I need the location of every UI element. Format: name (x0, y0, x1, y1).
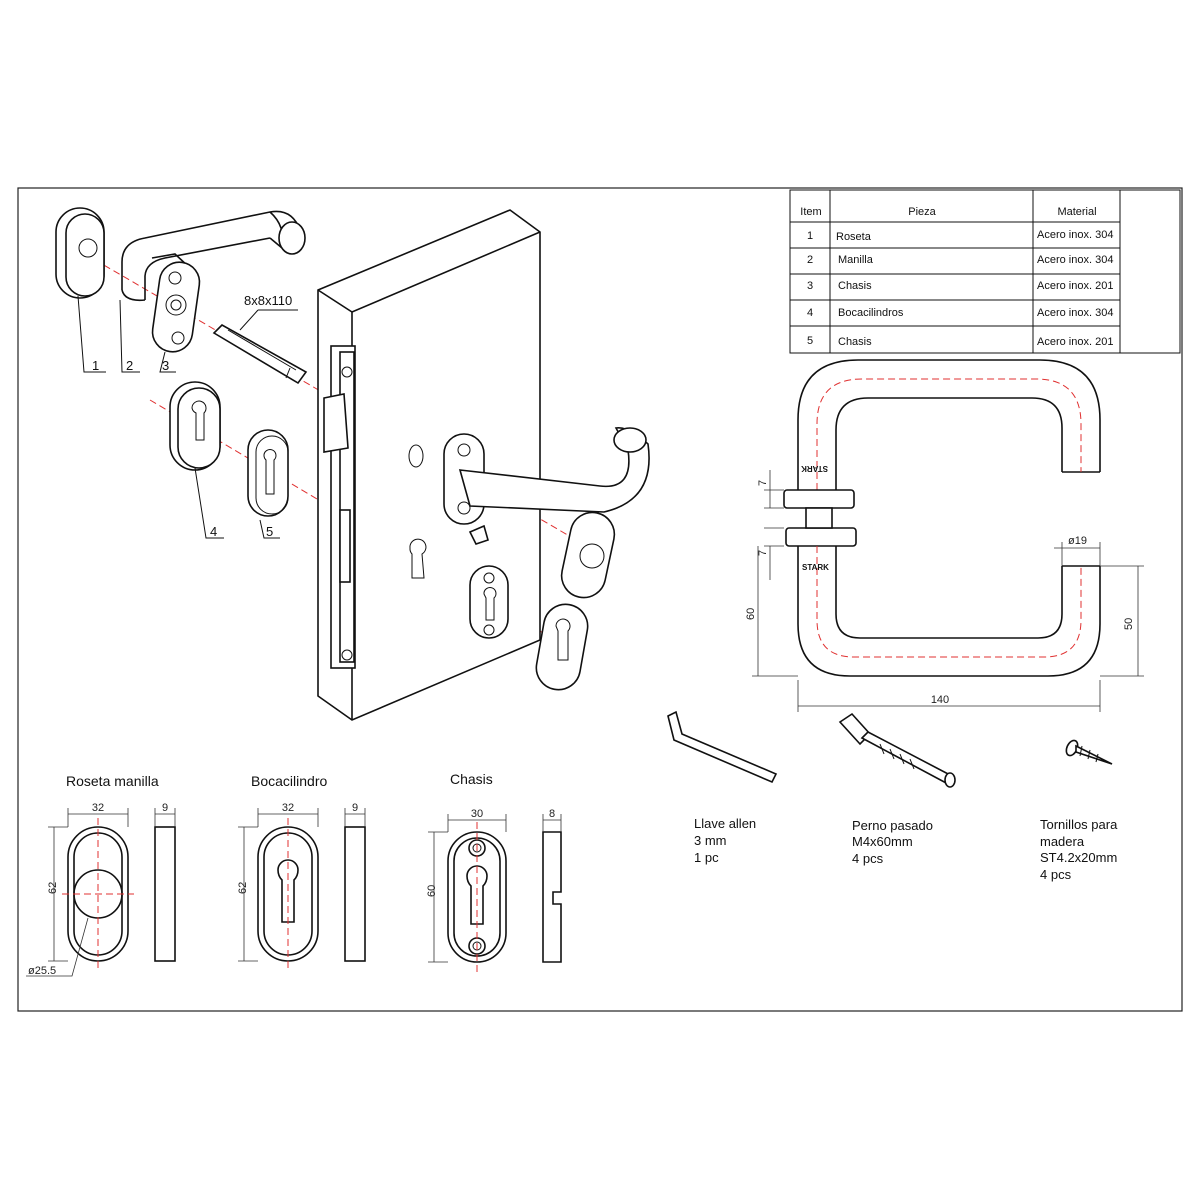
table-cell: 1 (807, 230, 813, 242)
table-cell: 4 (807, 307, 813, 319)
detail-cylinder-dims (238, 808, 366, 962)
callout-1: 1 (92, 358, 99, 373)
table-cell: 2 (807, 254, 813, 266)
detail-cylinder-side (344, 826, 366, 962)
detail-rose-front (62, 818, 134, 972)
chassis-part-back (151, 261, 201, 353)
detail-chassis-dims (428, 814, 562, 963)
detail-rose-dims (26, 808, 176, 977)
dim-rose-width: 32 (92, 802, 104, 814)
detail-rose-side (154, 826, 176, 962)
dim-height-left: 60 (745, 608, 757, 620)
rose-part (55, 207, 105, 299)
allen-key-line-3: 1 pc (694, 850, 719, 865)
callout-2: 2 (126, 358, 133, 373)
screw-line-3: ST4.2x20mm (1040, 850, 1117, 865)
detail-chassis-front (447, 822, 507, 972)
dim-height-right: 50 (1123, 618, 1135, 630)
dim-rose-height: 62 (47, 882, 59, 894)
table-cell: 5 (807, 335, 813, 347)
dim-tube-diameter: ø19 (1068, 535, 1087, 547)
detail-title-chassis: Chasis (450, 771, 493, 787)
door-leaf (317, 209, 541, 721)
handle-side-view (783, 359, 1101, 677)
table-header-pieza: Pieza (908, 206, 936, 218)
cylinder-rose-part (169, 381, 221, 471)
table-cell: Bocacilindros (838, 307, 904, 319)
table-header-item: Item (800, 206, 821, 218)
chassis-cylinder-part (247, 429, 289, 517)
dim-rose-thickness-bottom: 7 (757, 550, 769, 556)
table-cell: Acero inox. 201 (1037, 336, 1113, 348)
dim-chassis-depth: 8 (549, 808, 555, 820)
table-cell: Roseta (836, 231, 872, 243)
bolt-line-3: 4 pcs (852, 851, 884, 866)
wood-screw-icon (1065, 739, 1113, 765)
spindle-leader (239, 309, 259, 331)
detail-title-cylinder: Bocacilindro (251, 773, 327, 789)
rose-front (560, 511, 616, 599)
screw-line-2: madera (1040, 834, 1085, 849)
screw-line-1: Tornillos para (1040, 817, 1118, 832)
drawing-frame (17, 187, 1183, 1012)
parts-table: Item Pieza Material 1 Roseta Acero inox.… (789, 189, 1181, 354)
spindle-label: 8x8x110 (244, 293, 292, 308)
dim-rose-depth: 9 (162, 802, 168, 814)
allen-key-line-2: 3 mm (694, 833, 727, 848)
bolt-line-2: M4x60mm (852, 834, 913, 849)
bolt-icon (838, 712, 956, 788)
table-cell: Acero inox. 304 (1037, 307, 1113, 319)
table-cell: 3 (807, 280, 813, 292)
brand-label-lower: STARK (802, 563, 829, 572)
detail-chassis-side (542, 831, 562, 963)
callout-3: 3 (162, 358, 169, 373)
brand-label-upper: STARK (801, 464, 828, 473)
callout-5: 5 (266, 524, 273, 539)
handle-front (443, 427, 650, 545)
dim-width: 140 (931, 694, 949, 706)
handle-dimension-lines (752, 470, 1144, 712)
allen-key-icon (667, 710, 778, 784)
table-cell: Acero inox. 201 (1037, 280, 1113, 292)
bolt-line-1: Perno pasado (852, 818, 933, 833)
table-cell: Acero inox. 304 (1037, 254, 1113, 266)
cylinder-rose-front (535, 603, 589, 691)
detail-cylinder-front (257, 818, 319, 972)
dim-chassis-height: 60 (426, 885, 438, 897)
dim-rose-hole: ø25.5 (28, 965, 56, 977)
callout-leaders (77, 295, 280, 539)
table-cell: Chasis (838, 280, 872, 292)
dim-cylinder-width: 32 (282, 802, 294, 814)
handle-back (121, 210, 306, 302)
detail-title-rose: Roseta manilla (66, 773, 159, 789)
dim-chassis-width: 30 (471, 808, 483, 820)
table-header-material: Material (1057, 206, 1096, 218)
allen-key-line-1: Llave allen (694, 816, 756, 831)
table-cell: Chasis (838, 336, 872, 348)
table-cell: Acero inox. 304 (1037, 229, 1113, 241)
dim-cylinder-height: 62 (237, 882, 249, 894)
dim-rose-thickness-top: 7 (757, 480, 769, 486)
chassis-cylinder-front (469, 565, 509, 639)
spindle-part (212, 324, 308, 385)
table-cell: Manilla (838, 254, 874, 266)
dim-cylinder-depth: 9 (352, 802, 358, 814)
screw-line-4: 4 pcs (1040, 867, 1072, 882)
callout-4: 4 (210, 524, 217, 539)
